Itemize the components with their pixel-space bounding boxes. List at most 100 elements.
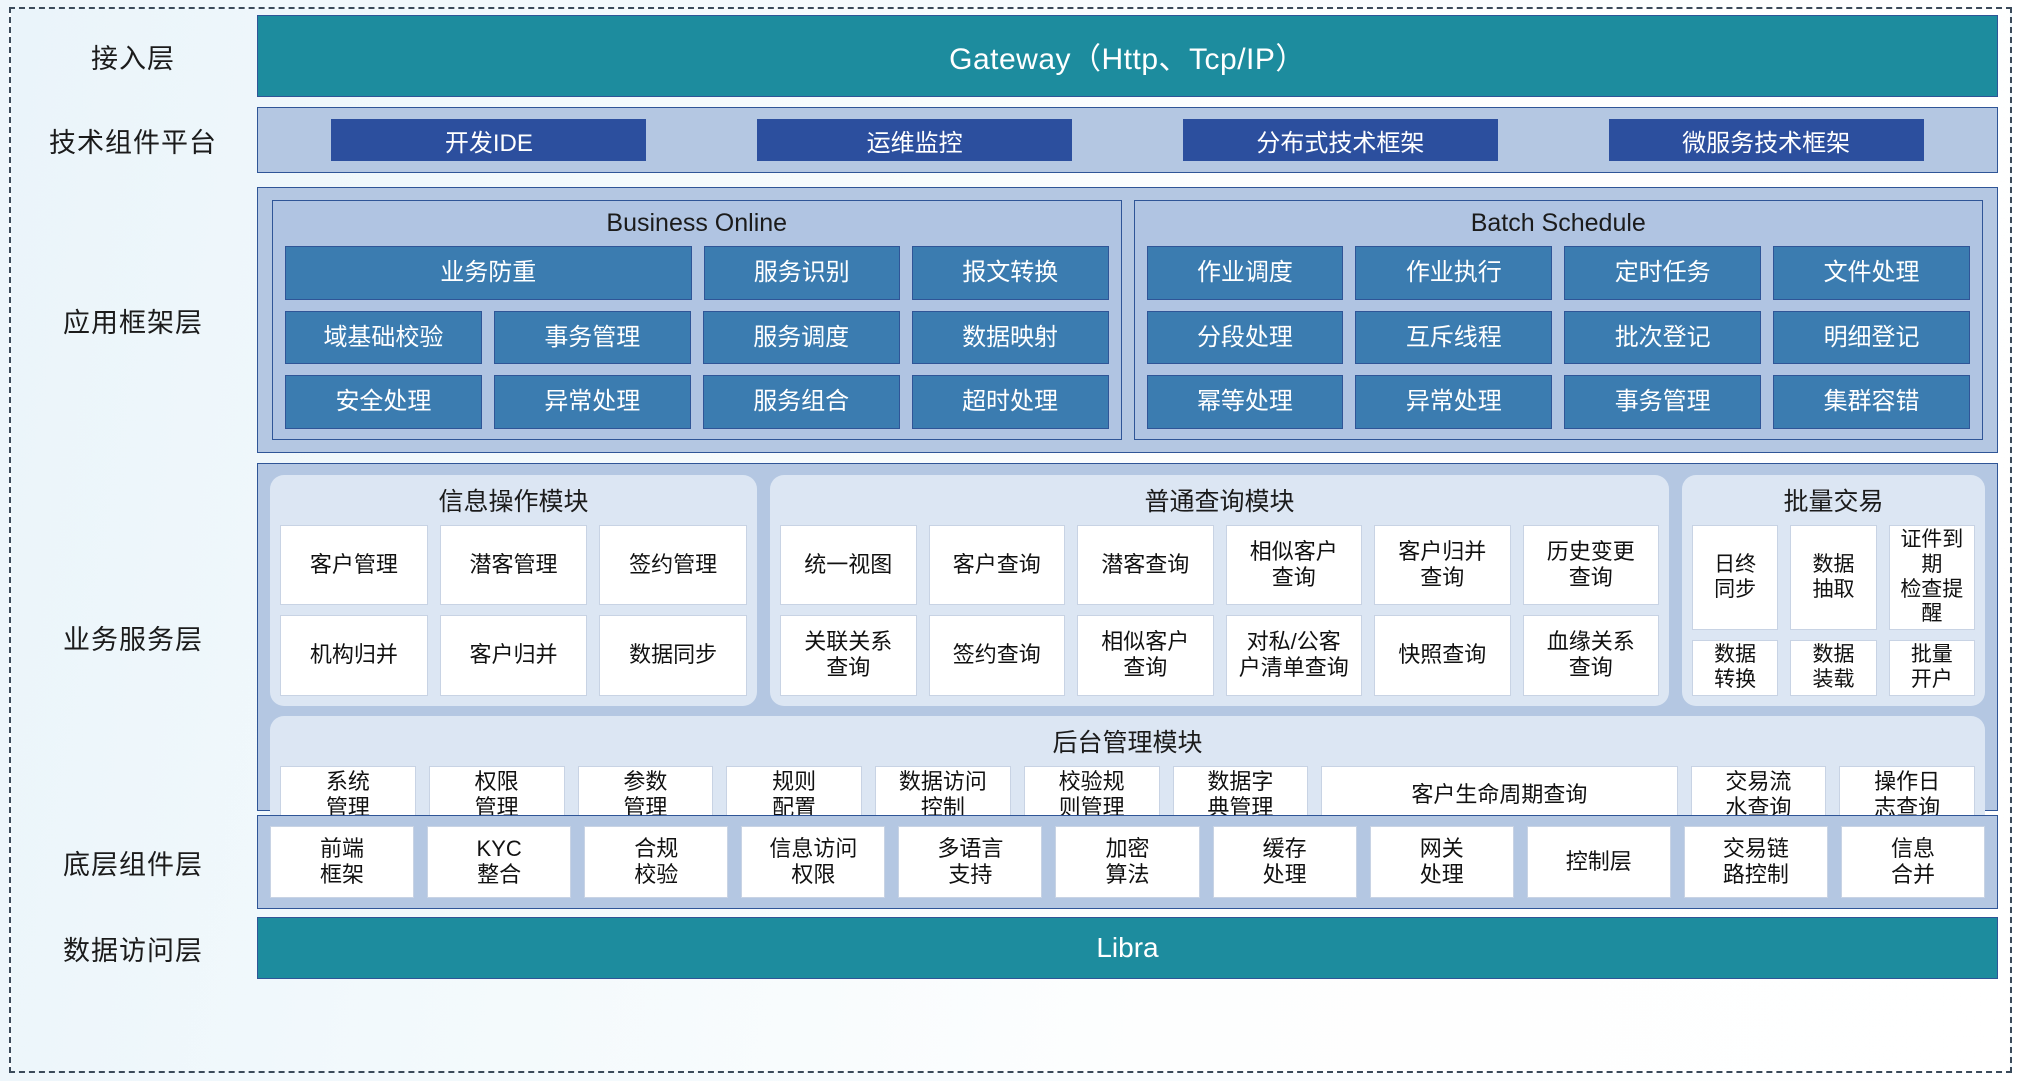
layer-grid: 接入层 Gateway（Http、Tcp/IP） 技术组件平台 开发IDE 运维监… bbox=[9, 7, 2012, 1073]
spacer-c-left bbox=[9, 453, 257, 463]
framework-cell[interactable]: 安全处理 bbox=[285, 375, 482, 430]
framework-cell[interactable]: 异常处理 bbox=[493, 375, 691, 430]
bottom-component-item[interactable]: 多语言支持 bbox=[898, 826, 1043, 898]
service-item[interactable]: 数据装载 bbox=[1790, 640, 1877, 696]
service-module: 信息操作模块客户管理潜客管理签约管理机构归并客户归并数据同步 bbox=[270, 475, 757, 706]
framework-cell[interactable]: 服务组合 bbox=[702, 375, 900, 430]
service-item[interactable]: 潜客管理 bbox=[439, 525, 588, 606]
framework-cell[interactable]: 文件处理 bbox=[1773, 246, 1970, 300]
framework-cell[interactable]: 服务识别 bbox=[703, 246, 901, 300]
business-service-modules: 信息操作模块客户管理潜客管理签约管理机构归并客户归并数据同步普通查询模块统一视图… bbox=[270, 475, 1985, 706]
layer-label-app-framework: 应用框架层 bbox=[63, 307, 203, 338]
bottom-component-item[interactable]: 信息访问权限 bbox=[741, 826, 886, 898]
service-item[interactable]: 数据抽取 bbox=[1790, 525, 1877, 631]
service-item[interactable]: 签约查询 bbox=[928, 615, 1065, 696]
service-item[interactable]: 客户归并查询 bbox=[1374, 525, 1511, 606]
admin-item[interactable]: 数据字典管理 bbox=[1172, 765, 1309, 824]
spacer-b-right bbox=[257, 173, 1998, 187]
admin-item[interactable]: 系统管理 bbox=[280, 765, 416, 824]
service-item[interactable]: 日终同步 bbox=[1692, 525, 1779, 631]
data-access-bar: Libra bbox=[257, 917, 1998, 979]
framework-cell[interactable]: 异常处理 bbox=[1355, 375, 1553, 430]
framework-cell[interactable]: 分段处理 bbox=[1146, 310, 1344, 365]
service-item[interactable]: 潜客查询 bbox=[1077, 525, 1214, 606]
tech-chip[interactable]: 分布式技术框架 bbox=[1182, 119, 1498, 161]
framework-cell[interactable]: 幂等处理 bbox=[1146, 375, 1344, 430]
bottom-component-item[interactable]: 信息合并 bbox=[1840, 826, 1986, 898]
framework-row: 安全处理异常处理服务组合超时处理 bbox=[285, 375, 1109, 430]
service-item[interactable]: 统一视图 bbox=[780, 525, 917, 606]
framework-group-title: Business Online bbox=[606, 209, 788, 237]
framework-row: 幂等处理异常处理事务管理集群容错 bbox=[1146, 375, 1970, 430]
bottom-component-item[interactable]: 交易链路控制 bbox=[1683, 826, 1828, 898]
spacer-c-right bbox=[257, 453, 1998, 463]
framework-cell[interactable]: 定时任务 bbox=[1564, 246, 1762, 300]
admin-item[interactable]: 客户生命周期查询 bbox=[1321, 765, 1678, 824]
bottom-component-item[interactable]: 缓存处理 bbox=[1212, 826, 1357, 898]
framework-cell[interactable]: 超时处理 bbox=[911, 375, 1109, 430]
service-module-row: 关联关系查询签约查询相似客户查询对私/公客户清单查询快照查询血缘关系查询 bbox=[780, 615, 1659, 696]
admin-item[interactable]: 参数管理 bbox=[577, 765, 714, 824]
service-item[interactable]: 证件到期检查提醒 bbox=[1888, 525, 1975, 631]
bottom-component-item[interactable]: 网关处理 bbox=[1369, 826, 1514, 898]
framework-cell[interactable]: 批次登记 bbox=[1564, 310, 1762, 365]
service-item[interactable]: 对私/公客户清单查询 bbox=[1225, 615, 1362, 696]
bottom-component-item[interactable]: 控制层 bbox=[1526, 826, 1671, 898]
framework-cell[interactable]: 事务管理 bbox=[1564, 375, 1762, 430]
framework-cell[interactable]: 互斥线程 bbox=[1355, 310, 1553, 365]
service-item[interactable]: 历史变更查询 bbox=[1522, 525, 1659, 606]
bottom-component-item[interactable]: 合规校验 bbox=[584, 826, 729, 898]
framework-cell[interactable]: 事务管理 bbox=[493, 310, 691, 365]
framework-rows: 业务防重服务识别报文转换域基础校验事务管理服务调度数据映射安全处理异常处理服务组… bbox=[285, 246, 1109, 430]
tech-platform-band: 开发IDE 运维监控 分布式技术框架 微服务技术框架 bbox=[257, 107, 1998, 173]
service-module: 批量交易日终同步数据抽取证件到期检查提醒数据转换数据装载批量开户 bbox=[1682, 475, 1985, 706]
spacer-a-right bbox=[257, 97, 1998, 107]
service-module-rows: 统一视图客户查询潜客查询相似客户查询客户归并查询历史变更查询关联关系查询签约查询… bbox=[780, 525, 1659, 696]
layer-label-data-access: 数据访问层 bbox=[63, 935, 203, 966]
bottom-component-item[interactable]: 前端框架 bbox=[270, 826, 415, 898]
business-service-band: 信息操作模块客户管理潜客管理签约管理机构归并客户归并数据同步普通查询模块统一视图… bbox=[257, 463, 1998, 834]
service-item[interactable]: 关联关系查询 bbox=[780, 615, 917, 696]
layer-label-tech-platform: 技术组件平台 bbox=[49, 127, 217, 158]
framework-cell[interactable]: 数据映射 bbox=[911, 310, 1109, 365]
spacer-e-left bbox=[9, 909, 257, 917]
framework-rows: 作业调度作业执行定时任务文件处理分段处理互斥线程批次登记明细登记幂等处理异常处理… bbox=[1146, 246, 1970, 430]
service-item[interactable]: 数据转换 bbox=[1692, 640, 1779, 696]
service-item[interactable]: 血缘关系查询 bbox=[1522, 615, 1659, 696]
bottom-component-item[interactable]: 加密算法 bbox=[1055, 826, 1200, 898]
framework-cell[interactable]: 作业调度 bbox=[1146, 246, 1344, 300]
tech-chip[interactable]: 微服务技术框架 bbox=[1608, 119, 1924, 161]
framework-cell[interactable]: 业务防重 bbox=[285, 246, 692, 300]
framework-cell[interactable]: 明细登记 bbox=[1773, 310, 1970, 365]
framework-cell[interactable]: 集群容错 bbox=[1773, 375, 1970, 430]
service-item[interactable]: 客户管理 bbox=[280, 525, 428, 606]
gateway-label: Gateway（Http、Tcp/IP） bbox=[949, 43, 1306, 76]
service-item[interactable]: 快照查询 bbox=[1374, 615, 1511, 696]
service-module-title: 普通查询模块 bbox=[1144, 488, 1295, 516]
service-item[interactable]: 相似客户查询 bbox=[1225, 525, 1362, 606]
framework-cell[interactable]: 服务调度 bbox=[702, 310, 900, 365]
framework-cell[interactable]: 域基础校验 bbox=[285, 310, 482, 365]
framework-cell[interactable]: 作业执行 bbox=[1355, 246, 1553, 300]
service-item[interactable]: 数据同步 bbox=[599, 615, 748, 696]
service-item[interactable]: 批量开户 bbox=[1888, 640, 1975, 696]
service-item[interactable]: 客户归并 bbox=[439, 615, 588, 696]
layer-label-access: 接入层 bbox=[91, 43, 175, 74]
framework-row: 作业调度作业执行定时任务文件处理 bbox=[1146, 246, 1970, 300]
framework-group-title: Batch Schedule bbox=[1470, 209, 1646, 237]
framework-cell[interactable]: 报文转换 bbox=[912, 246, 1109, 300]
service-item[interactable]: 相似客户查询 bbox=[1077, 615, 1214, 696]
service-module-row: 机构归并客户归并数据同步 bbox=[280, 615, 748, 696]
tech-chip[interactable]: 开发IDE bbox=[331, 119, 647, 161]
admin-item[interactable]: 数据访问控制 bbox=[875, 765, 1011, 824]
spacer-b-left bbox=[9, 173, 257, 187]
service-item[interactable]: 客户查询 bbox=[928, 525, 1065, 606]
service-item[interactable]: 签约管理 bbox=[599, 525, 748, 606]
tech-chip[interactable]: 运维监控 bbox=[757, 119, 1073, 161]
service-item[interactable]: 机构归并 bbox=[280, 615, 428, 696]
framework-row: 分段处理互斥线程批次登记明细登记 bbox=[1146, 310, 1970, 365]
